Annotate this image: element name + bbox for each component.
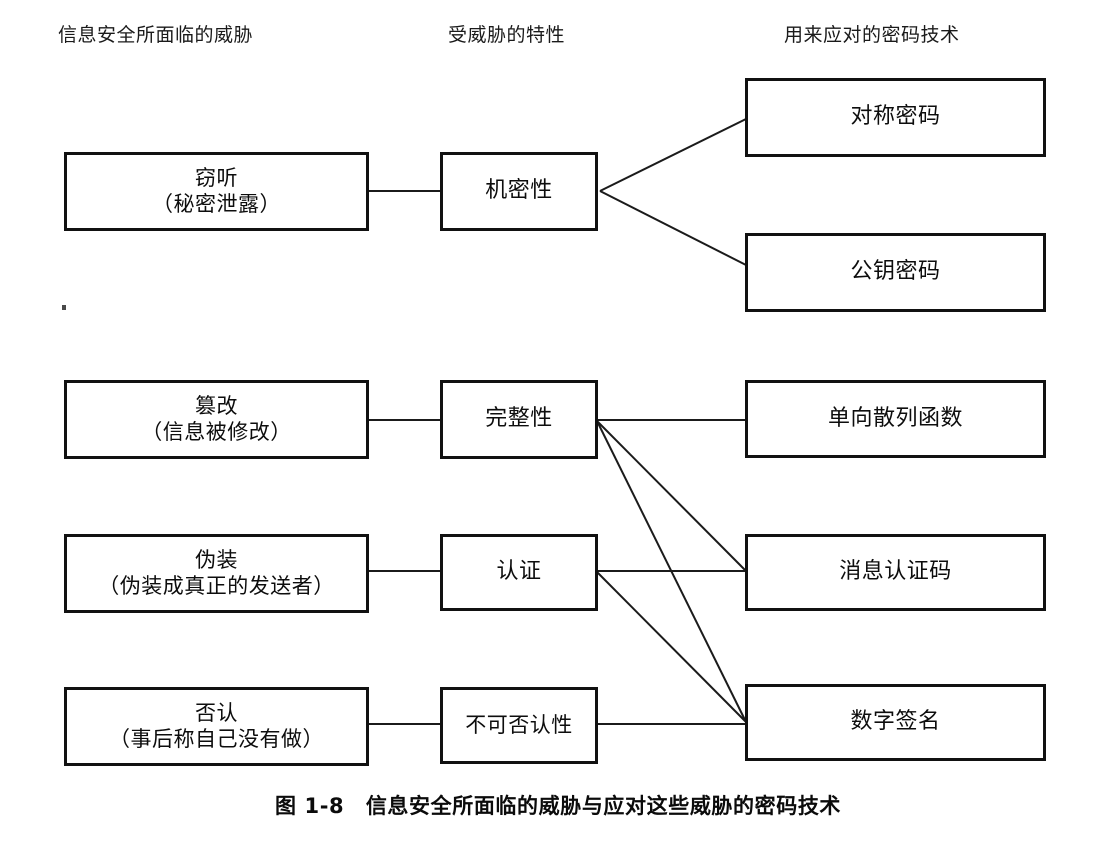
crypto-title: 对称密码 bbox=[850, 104, 941, 130]
threat-title: 窃听 bbox=[195, 165, 238, 190]
property-title: 不可否认性 bbox=[465, 712, 573, 737]
property-box-confidentiality[interactable]: 机密性 bbox=[440, 152, 598, 231]
threat-title: 否认 bbox=[195, 700, 238, 725]
figure-caption: 图 1-8 信息安全所面临的威胁与应对这些威胁的密码技术 bbox=[274, 794, 842, 818]
threat-title: 篡改 bbox=[195, 393, 238, 418]
crypto-box-digital-signature[interactable]: 数字签名 bbox=[745, 684, 1046, 761]
property-box-integrity[interactable]: 完整性 bbox=[440, 380, 598, 459]
property-box-authentication[interactable]: 认证 bbox=[440, 534, 598, 611]
edge-integrity-signature bbox=[596, 420, 747, 723]
threat-box-eavesdropping[interactable]: 窃听 （秘密泄露） bbox=[64, 152, 369, 231]
threat-detail: （事后称自己没有做） bbox=[109, 726, 324, 751]
crypto-title: 消息认证码 bbox=[839, 559, 952, 585]
crypto-box-one-way-hash-function[interactable]: 单向散列函数 bbox=[745, 380, 1046, 458]
scan-speck-artifact bbox=[62, 305, 66, 310]
threat-detail: （信息被修改） bbox=[141, 419, 292, 444]
threat-box-spoofing[interactable]: 伪装 （伪装成真正的发送者） bbox=[64, 534, 369, 613]
crypto-title: 公钥密码 bbox=[850, 259, 941, 285]
edge-confidentiality-symmetric bbox=[599, 118, 747, 192]
property-title: 认证 bbox=[496, 559, 542, 585]
column-header-cryptography: 用来应对的密码技术 bbox=[784, 24, 960, 46]
threat-detail: （秘密泄露） bbox=[152, 191, 281, 216]
crypto-box-public-key-cipher[interactable]: 公钥密码 bbox=[745, 233, 1046, 312]
property-title: 机密性 bbox=[485, 178, 553, 204]
property-box-non-repudiation[interactable]: 不可否认性 bbox=[440, 687, 598, 764]
edge-authentication-signature bbox=[596, 571, 747, 723]
edge-integrity-mac bbox=[596, 420, 747, 572]
property-title: 完整性 bbox=[485, 406, 553, 432]
crypto-box-message-authentication-code[interactable]: 消息认证码 bbox=[745, 534, 1046, 611]
threat-box-repudiation[interactable]: 否认 （事后称自己没有做） bbox=[64, 687, 369, 766]
crypto-title: 数字签名 bbox=[850, 709, 941, 735]
crypto-box-symmetric-cipher[interactable]: 对称密码 bbox=[745, 78, 1046, 157]
crypto-title: 单向散列函数 bbox=[827, 405, 963, 431]
column-header-properties: 受威胁的特性 bbox=[448, 24, 566, 46]
column-header-threats: 信息安全所面临的威胁 bbox=[58, 24, 254, 46]
threat-title: 伪装 bbox=[195, 547, 238, 572]
edge-confidentiality-publickey bbox=[599, 190, 747, 266]
threat-detail: （伪装成真正的发送者） bbox=[98, 573, 335, 598]
threat-box-tampering[interactable]: 篡改 （信息被修改） bbox=[64, 380, 369, 459]
